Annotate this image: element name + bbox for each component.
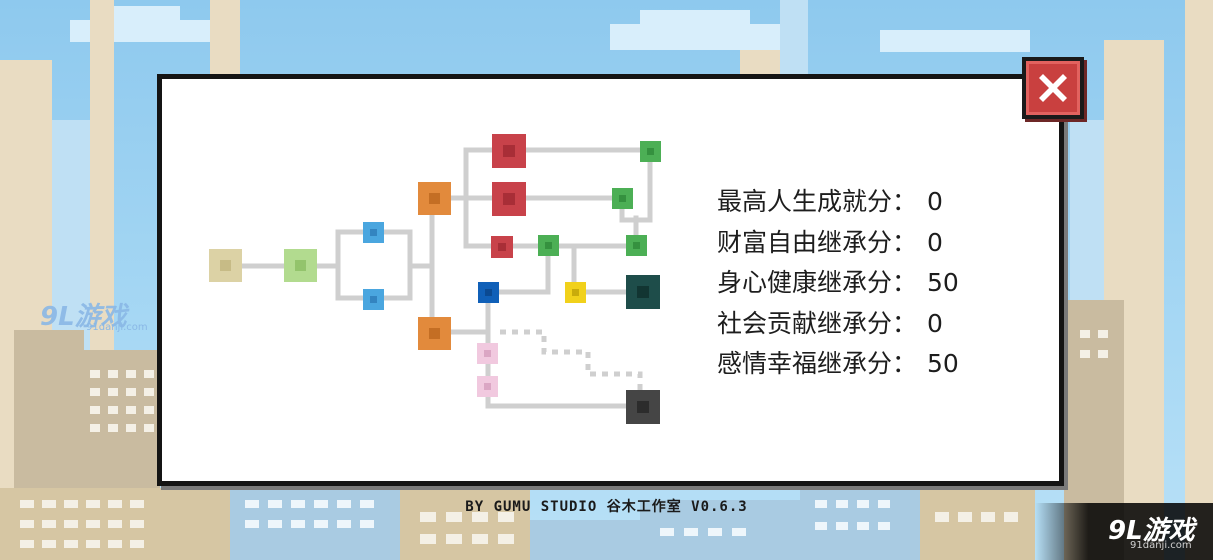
tree-node-green (538, 235, 559, 256)
stat-label: 社会贡献继承分： (717, 308, 918, 338)
tree-node-darkgray (626, 390, 660, 424)
stat-value: 0 (927, 308, 943, 338)
stat-label: 感情幸福继承分： (717, 349, 918, 378)
tree-node-lightblue (363, 222, 384, 243)
watermark-url-left: 91danji.com (86, 322, 148, 333)
watermark-url-right: 91danji.com (1130, 540, 1192, 551)
tree-node-darkteal (626, 275, 660, 309)
tree-node-green (612, 188, 633, 209)
close-button[interactable] (1022, 57, 1084, 119)
tree-nodes (209, 134, 661, 424)
tree-node-orange (418, 182, 451, 215)
stat-row-achievement: 最高人生成就分： 0 (717, 182, 1037, 223)
watermark-logo-left: 9L游戏 (40, 302, 127, 332)
tree-connectors-dotted (500, 329, 643, 392)
tree-node-orange (418, 317, 451, 350)
tree-node-red-small (491, 236, 513, 258)
tree-node-green (626, 235, 647, 256)
stat-value: 50 (927, 268, 959, 297)
tree-node-red (492, 134, 526, 168)
tree-node-beige (209, 249, 242, 282)
stat-label: 最高人生成就分： (717, 187, 918, 216)
studio-credit: BY GUMU STUDIO 谷木工作室 V0.6.3 (465, 499, 748, 515)
watermark-logo-right: 9L游戏 (1108, 516, 1195, 546)
tree-node-red (492, 182, 526, 216)
stat-row-wealth: 财富自由继承分： 0 (717, 223, 1037, 264)
stat-label: 身心健康继承分： (717, 268, 918, 297)
tree-node-green (640, 141, 661, 162)
stat-label: 财富自由继承分： (717, 227, 918, 257)
close-x-icon (1039, 74, 1067, 102)
tree-node-pink (477, 343, 498, 364)
tree-node-blue (478, 282, 499, 303)
tree-connectors (239, 147, 653, 409)
stat-row-happiness: 感情幸福继承分： 50 (717, 344, 1037, 385)
stat-row-health: 身心健康继承分： 50 (717, 263, 1037, 304)
stat-row-contribution: 社会贡献继承分： 0 (717, 304, 1037, 345)
watermark-backdrop (1035, 503, 1213, 560)
stat-value: 0 (927, 187, 943, 216)
stat-value: 50 (927, 349, 959, 378)
tree-node-lightblue (363, 289, 384, 310)
tree-node-pink (477, 376, 498, 397)
stat-value: 0 (927, 227, 943, 257)
inheritance-stats: 最高人生成就分： 0 财富自由继承分： 0 身心健康继承分： 50 社会贡献继承… (717, 182, 1037, 385)
tree-node-yellow (565, 282, 586, 303)
tree-node-lightgreen (284, 249, 317, 282)
